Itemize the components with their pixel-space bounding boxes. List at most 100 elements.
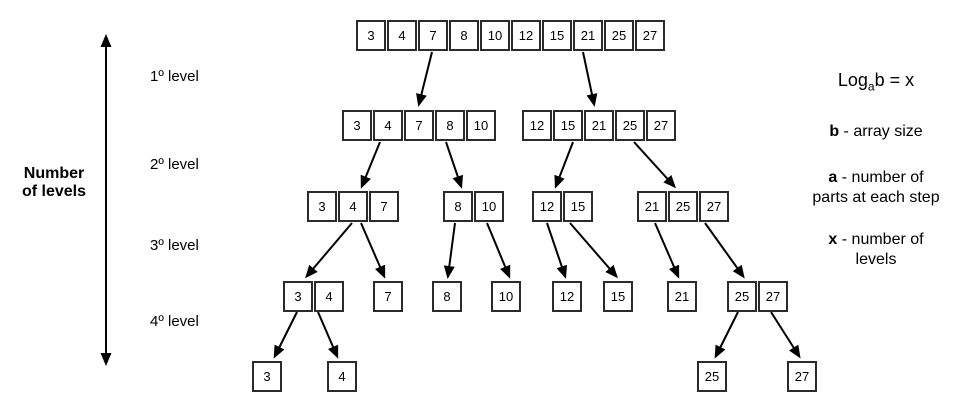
array-cell: 7 [418, 20, 448, 51]
legend-desc-a: - number of parts at each step [812, 169, 940, 206]
array-cell: 8 [432, 281, 462, 312]
array-cell: 10 [466, 110, 496, 141]
array-box-level-4: 12 [552, 281, 582, 312]
formula-word: Log [837, 70, 868, 90]
legend-desc-b: - array size [843, 123, 923, 140]
split-arrow [273, 311, 298, 359]
formula-subscript: a [867, 79, 875, 94]
split-arrow [360, 222, 386, 279]
split-arrow [569, 222, 618, 279]
level-label-3: 3º level [150, 237, 199, 254]
split-arrow [582, 51, 598, 107]
array-cell: 15 [553, 110, 583, 141]
array-cell: 27 [635, 20, 665, 51]
array-cell: 4 [338, 191, 368, 222]
array-cell: 25 [697, 361, 727, 392]
array-cell: 3 [356, 20, 386, 51]
array-box-level-5: 3 [252, 361, 282, 392]
level-label-2: 2º level [150, 156, 199, 173]
array-cell: 27 [758, 281, 788, 312]
level-label-1: 1º level [150, 68, 199, 85]
split-arrow [416, 51, 433, 107]
array-cell: 3 [342, 110, 372, 141]
split-arrow [445, 141, 463, 189]
array-box-level-5: 27 [787, 361, 817, 392]
array-box-level-4: 21 [667, 281, 697, 312]
legend-term-a: a [828, 169, 838, 186]
array-cell: 3 [307, 191, 337, 222]
legend-desc-x: - number of levels [841, 231, 924, 268]
array-cell: 21 [584, 110, 614, 141]
array-box-level-4: 7 [373, 281, 403, 312]
split-arrow [317, 311, 339, 359]
array-cell: 15 [603, 281, 633, 312]
array-cell: 4 [327, 361, 357, 392]
split-arrow [486, 222, 511, 279]
array-cell: 7 [369, 191, 399, 222]
array-cell: 25 [615, 110, 645, 141]
array-cell: 27 [646, 110, 676, 141]
split-arrow [633, 141, 677, 189]
array-cell: 7 [373, 281, 403, 312]
array-box-level-4: 10 [491, 281, 521, 312]
array-cell: 4 [387, 20, 417, 51]
array-box-level-5: 4 [327, 361, 357, 392]
array-cell: 7 [404, 110, 434, 141]
number-of-levels-label: Number of levels [21, 165, 87, 200]
array-cell: 15 [542, 20, 572, 51]
array-cell: 12 [552, 281, 582, 312]
array-cell: 10 [480, 20, 510, 51]
array-cell: 21 [573, 20, 603, 51]
array-cell: 12 [511, 20, 541, 51]
array-cell: 12 [532, 191, 562, 222]
array-cell: 4 [314, 281, 344, 312]
log-formula: Logab = x [790, 70, 962, 94]
array-cell: 3 [252, 361, 282, 392]
array-cell: 12 [522, 110, 552, 141]
split-arrow [360, 141, 381, 189]
array-cell: 10 [491, 281, 521, 312]
legend-term-b: b [829, 123, 840, 140]
array-box-level-4: 15 [603, 281, 633, 312]
array-box-level-4: 8 [432, 281, 462, 312]
split-arrow [305, 222, 353, 279]
array-cell: 25 [668, 191, 698, 222]
array-cell: 3 [283, 281, 313, 312]
legend-item-x: x - number of levels [790, 230, 962, 270]
array-cell: 10 [474, 191, 504, 222]
array-cell: 8 [443, 191, 473, 222]
split-arrow [714, 311, 739, 359]
legend-item-b: b - array size [790, 122, 962, 142]
split-arrow [554, 141, 574, 189]
array-cell: 8 [435, 110, 465, 141]
array-cell: 15 [563, 191, 593, 222]
split-arrow [770, 311, 801, 359]
array-cell: 8 [449, 20, 479, 51]
array-cell: 25 [604, 20, 634, 51]
array-cell: 4 [373, 110, 403, 141]
legend-term-x: x [828, 231, 838, 248]
split-arrow [546, 222, 567, 279]
array-cell: 21 [667, 281, 697, 312]
split-arrow [704, 222, 745, 279]
array-box-level-5: 25 [697, 361, 727, 392]
array-cell: 27 [699, 191, 729, 222]
formula-rest: b = x [874, 70, 915, 90]
array-cell: 25 [727, 281, 757, 312]
array-cell: 27 [787, 361, 817, 392]
legend-item-a: a - number of parts at each step [790, 168, 962, 208]
split-arrow [654, 222, 680, 279]
level-label-4: 4º level [150, 313, 199, 330]
